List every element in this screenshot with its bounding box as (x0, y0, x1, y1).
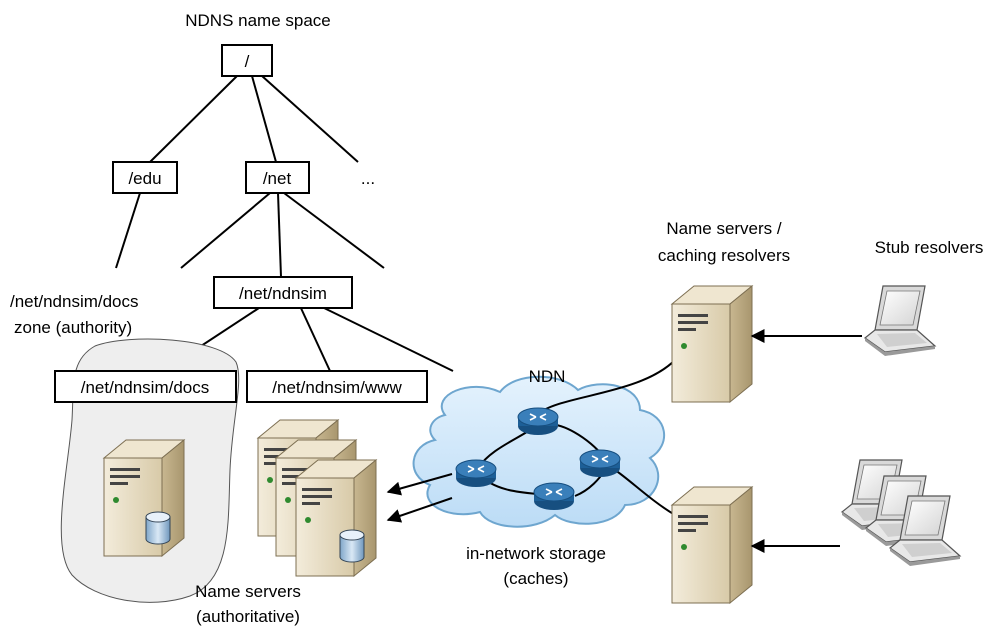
tree-edges (115, 75, 454, 372)
caching-resolver-server-icon (671, 486, 753, 604)
zone-server-icon (103, 439, 185, 557)
svg-text:/net/ndnsim/docs: /net/ndnsim/docs (81, 378, 210, 397)
tree-node-root: / (221, 44, 273, 77)
router-icon (455, 459, 497, 488)
zone-label-line1: /net/ndnsim/docs (10, 292, 139, 311)
laptop-icon (864, 285, 936, 357)
router-icon (533, 482, 575, 511)
tree-node-docs: /net/ndnsim/docs (54, 370, 237, 403)
zone-label-line2: zone (authority) (14, 318, 132, 337)
resolvers-label-line1: Name servers / (666, 219, 782, 238)
authoritative-servers-icon (257, 419, 377, 577)
router-icon (517, 407, 559, 436)
storage-label-line1: in-network storage (466, 544, 606, 563)
arrow-to-authoritative (386, 473, 453, 496)
tree-node-net: /net (245, 161, 310, 194)
resolvers-label-line2: caching resolvers (658, 246, 790, 265)
svg-text:/net/ndnsim/www: /net/ndnsim/www (272, 378, 402, 397)
router-icon (579, 449, 621, 478)
tree-ellipsis-top: ... (361, 169, 375, 188)
svg-text:/edu: /edu (128, 169, 161, 188)
authoritative-label-line1: Name servers (195, 582, 301, 601)
tree-node-ndnsim: /net/ndnsim (213, 276, 353, 309)
diagram-title: NDNS name space (185, 11, 331, 30)
stub-label: Stub resolvers (875, 238, 984, 257)
svg-text:/net/ndnsim: /net/ndnsim (239, 284, 327, 303)
svg-text:/: / (245, 52, 250, 71)
ndn-cloud-icon (412, 375, 666, 528)
caching-resolver-server-icon (671, 285, 753, 403)
tree-node-edu: /edu (112, 161, 178, 194)
cloud-label: NDN (529, 367, 566, 386)
arrow-to-authoritative (386, 497, 453, 523)
svg-text:/net: /net (263, 169, 292, 188)
laptops-group-icon (841, 459, 961, 567)
storage-label-line2: (caches) (503, 569, 568, 588)
authoritative-label-line2: (authoritative) (196, 607, 300, 626)
tree-node-www: /net/ndnsim/www (246, 370, 428, 403)
